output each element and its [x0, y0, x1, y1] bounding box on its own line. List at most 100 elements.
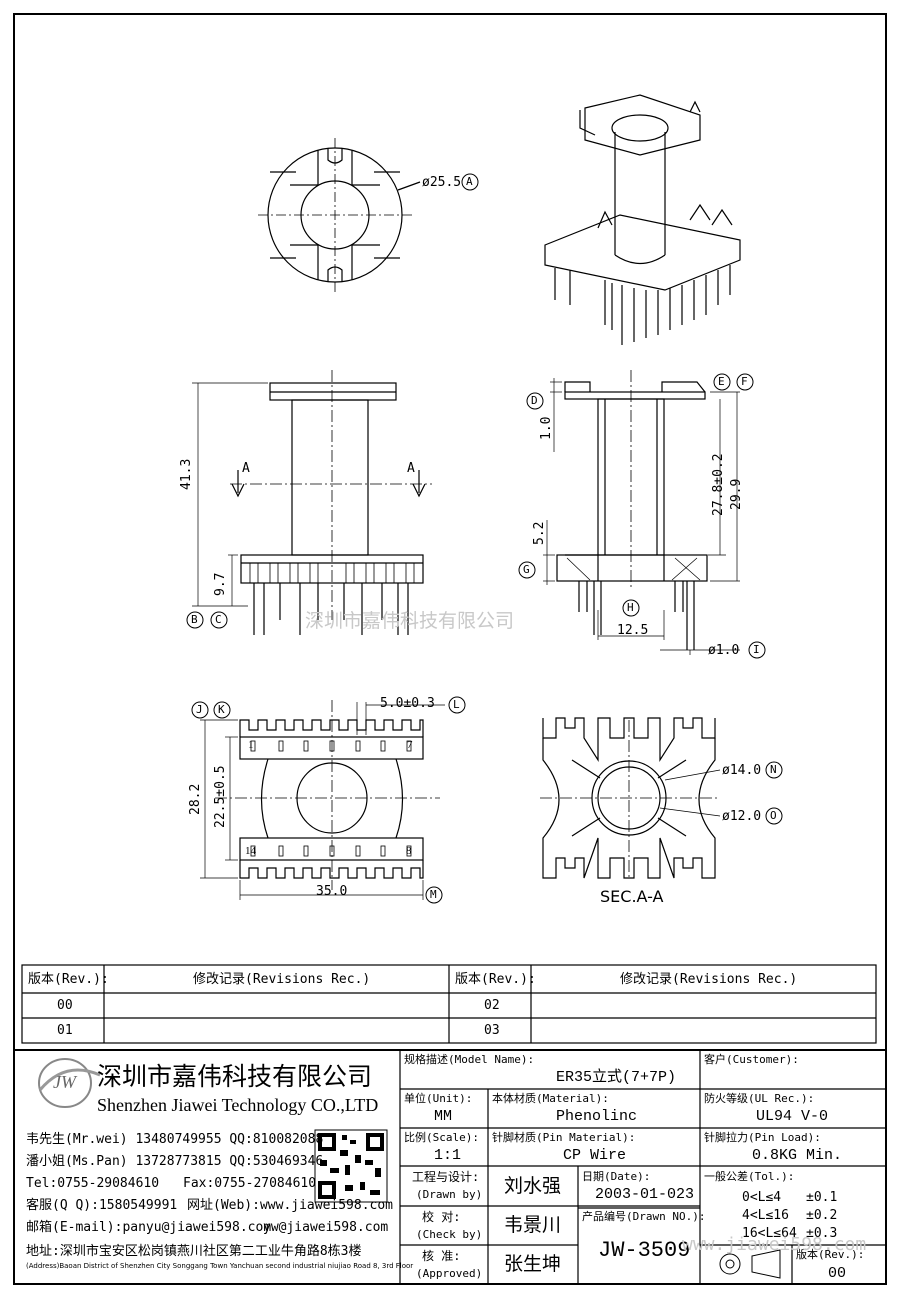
- ref-i: I: [753, 643, 760, 656]
- ref-l: L: [453, 698, 460, 711]
- ref-g: G: [523, 563, 530, 576]
- ref-b: B: [191, 613, 198, 626]
- tol-2-range: 4<L≤16: [742, 1208, 789, 1223]
- ul-value: UL94 V-0: [756, 1108, 829, 1125]
- company-address-en: (Address)Baoan District of Shenzhen City…: [26, 1262, 414, 1270]
- qr-code: [314, 1129, 388, 1203]
- approved-value: 张生坤: [504, 1253, 562, 1275]
- dia-14-label: ø14.0: [722, 763, 762, 778]
- company-logo: [38, 1058, 101, 1108]
- company-email: 邮箱(E-mail):panyu@jiawei598.com: [26, 1220, 272, 1235]
- pin-8-label: 8: [406, 845, 412, 857]
- rev-header-right: 版本(Rev.):: [455, 972, 536, 987]
- ref-f: F: [741, 375, 748, 388]
- model-value: ER35立式(7+7P): [556, 1069, 677, 1086]
- ref-h: H: [627, 601, 634, 614]
- projection-symbol: [719, 1249, 781, 1279]
- ref-m: M: [430, 888, 437, 901]
- watermark-company: 深圳市嘉伟科技有限公司: [305, 610, 515, 632]
- scale-label: 比例(Scale):: [404, 1131, 479, 1144]
- tol-2-value: ±0.2: [806, 1208, 838, 1223]
- tol-1-value: ±0.1: [806, 1190, 838, 1205]
- watermark-url: www.jiawei598.com: [682, 1234, 867, 1255]
- dim-35-0: 35.0: [316, 884, 348, 899]
- dim-41-3: 41.3: [179, 458, 194, 490]
- section-mark-right: A: [407, 461, 415, 476]
- dim-22-5: 22.5±0.5: [213, 765, 228, 828]
- drawing-sheet: [13, 13, 887, 1285]
- company-web: 网址(Web):www.jiawei598.com: [187, 1198, 394, 1213]
- dim-1-0: 1.0: [539, 416, 554, 440]
- pin-load-value: 0.8KG Min.: [752, 1147, 843, 1164]
- material-label: 本体材质(Material):: [492, 1092, 609, 1105]
- dim-27-8: 27.8±0.2: [711, 453, 726, 516]
- material-value: Phenolinc: [556, 1108, 638, 1125]
- check-label: 校 对:: [422, 1210, 461, 1224]
- section-mark-left: A: [242, 461, 250, 476]
- contact-wei: 韦先生(Mr.wei) 13480749955 QQ:810082088: [26, 1132, 324, 1147]
- drawn-no-value: JW-3509: [598, 1238, 691, 1263]
- ref-c: C: [215, 613, 222, 626]
- pin-dia: ø1.0: [708, 643, 740, 658]
- rev-value: 00: [828, 1265, 847, 1282]
- rec-header-left: 修改记录(Revisions Rec.): [193, 972, 371, 987]
- company-fax: Fax:0755-27084610: [183, 1176, 317, 1191]
- pin-7-label: 7: [407, 739, 413, 751]
- dia-25-5-label: ø25.5: [422, 175, 462, 190]
- side-view: [543, 370, 740, 655]
- pin-load-label: 针脚拉力(Pin Load):: [704, 1131, 821, 1144]
- rev-row-01: 01: [57, 1023, 73, 1038]
- bottom-view: [200, 700, 445, 900]
- section-view: [540, 717, 721, 880]
- front-view: [192, 370, 432, 635]
- approved-label: 核 准:: [422, 1249, 461, 1263]
- customer-label: 客户(Customer):: [704, 1053, 799, 1066]
- unit-label: 单位(Unit):: [404, 1092, 473, 1105]
- dim-5-2: 5.2: [532, 521, 547, 545]
- logo-text: JW: [53, 1072, 76, 1092]
- contact-pan: 潘小姐(Ms.Pan) 13728773815 QQ:530469346: [26, 1154, 324, 1169]
- ref-j: J: [196, 703, 203, 716]
- dim-12-5: 12.5: [617, 623, 649, 638]
- rev-label: 版本(Rev.):: [796, 1248, 865, 1261]
- rec-header-right: 修改记录(Revisions Rec.): [620, 972, 798, 987]
- check-sub: (Check by): [416, 1228, 483, 1241]
- dim-9-7: 9.7: [213, 572, 228, 596]
- dim-pitch: 5.0±0.3: [380, 696, 435, 711]
- rev-row-03: 03: [484, 1023, 500, 1038]
- date-value: 2003-01-023: [595, 1186, 695, 1203]
- model-label: 规格描述(Model Name):: [404, 1053, 535, 1066]
- tol-3-range: 16<L≤64: [742, 1226, 797, 1241]
- ref-k: K: [218, 703, 225, 716]
- section-title: SEC.A-A: [600, 887, 664, 906]
- ref-e: E: [718, 375, 725, 388]
- drawn-no-label: 产品编号(Drawn NO.):: [582, 1210, 706, 1223]
- ref-a: A: [466, 175, 473, 188]
- company-name-cn: 深圳市嘉伟科技有限公司: [97, 1062, 373, 1091]
- rev-header-left: 版本(Rev.):: [28, 972, 109, 987]
- check-value: 韦景川: [504, 1214, 562, 1236]
- company-name-en: Shenzhen Jiawei Technology CO.,LTD: [97, 1095, 379, 1115]
- ref-n: N: [770, 763, 777, 776]
- pin-1-label: 1: [248, 739, 254, 751]
- dim-28-2: 28.2: [188, 783, 203, 815]
- unit-value: MM: [434, 1108, 453, 1125]
- drawn-label: 工程与设计:: [412, 1170, 480, 1184]
- dia-12-label: ø12.0: [722, 809, 762, 824]
- tables-grid: [14, 964, 886, 1285]
- drawn-sub: (Drawn by): [416, 1188, 483, 1201]
- ul-label: 防火等级(UL Rec.):: [704, 1092, 815, 1105]
- pin-14-label: 14: [245, 845, 256, 857]
- isometric-view: [544, 94, 741, 345]
- company-email2: yw@jiawei598.com: [263, 1220, 389, 1235]
- tol-1-range: 0<L≤4: [742, 1190, 782, 1205]
- top-view: [258, 138, 421, 292]
- ref-circles: [186, 173, 783, 904]
- dim-29-9: 29.9: [729, 478, 744, 510]
- pin-material-label: 针脚材质(Pin Material):: [492, 1131, 636, 1144]
- date-label: 日期(Date):: [582, 1170, 651, 1183]
- tol-3-value: ±0.3: [806, 1226, 838, 1241]
- approved-sub: (Approved): [416, 1267, 483, 1280]
- rev-row-02: 02: [484, 998, 500, 1013]
